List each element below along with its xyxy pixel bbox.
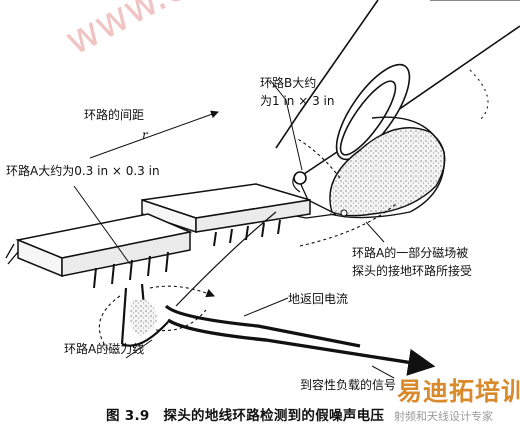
signal-to-load-label: 到容性负载的信号 [300, 378, 397, 392]
ground-return-leader [243, 297, 289, 317]
loop-b-size-label-line2: 为1 in × 3 in [260, 94, 335, 108]
loop-b-leader [269, 79, 303, 171]
spacing-arrow [89, 110, 219, 159]
watermark-subtitle: 射频和天线设计专家 [394, 410, 493, 423]
field-lines [98, 69, 489, 351]
probe-tip-hook [293, 171, 307, 185]
loop-a [120, 283, 169, 347]
traces [164, 211, 436, 376]
loop-spacing-variable: r [142, 128, 148, 142]
figure-caption: 图 3.9 探头的地线环路检测到的假噪声电压 [106, 408, 385, 424]
ic-chip-front [5, 213, 193, 289]
leaders [73, 79, 395, 379]
loop-a-leader [73, 185, 131, 265]
loop-a-field-label-line2: 探头的接地环路所接受 [352, 264, 473, 278]
loop-a-size-label: 环路A大约为0.3 in × 0.3 in [6, 164, 160, 178]
probe-tip-cone [275, 111, 341, 179]
probe [275, 0, 520, 213]
ground-return-label: 地返回电流 [288, 292, 349, 306]
signal-leader [371, 365, 395, 379]
ground-loop-b [329, 116, 446, 219]
probe-collar [335, 63, 411, 161]
ic-chip-rear [141, 183, 311, 247]
flux-leader [125, 339, 153, 359]
loop-b-size-label-line1: 环路B大约 [260, 76, 317, 90]
watermark-brand: 易迪拓培训 [397, 377, 520, 406]
loop-a-field-label-line1: 环路A的一部分磁场被 [352, 246, 469, 260]
loop-a-flux-label: 环路A的磁力线 [64, 342, 145, 356]
probe-shaft-edge-top [299, 0, 379, 113]
loop-spacing-label: 环路的间距 [84, 108, 145, 122]
field-leader [365, 221, 385, 243]
